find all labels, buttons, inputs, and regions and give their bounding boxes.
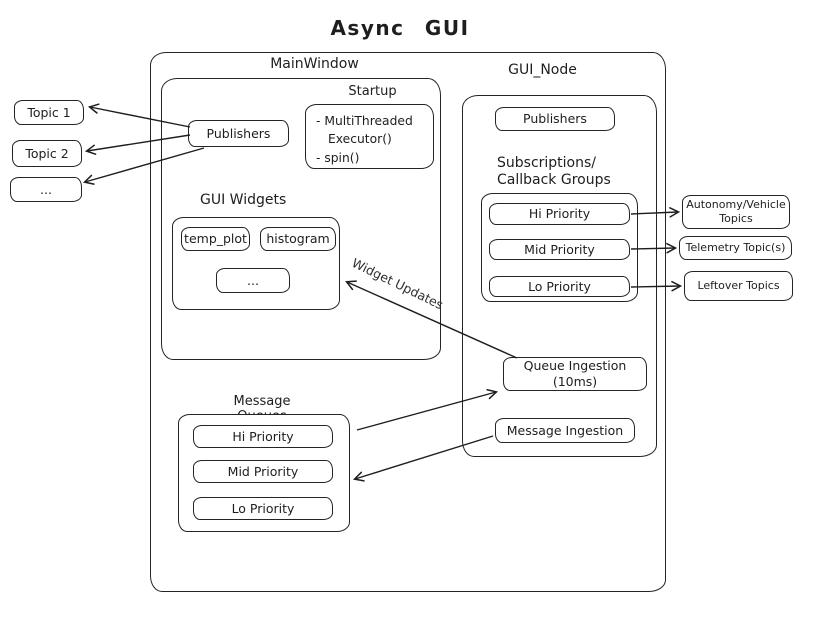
startup-box: - MultiThreaded Executor() - spin() [305, 104, 434, 169]
startup-item: - spin() [316, 150, 360, 165]
queue-ingestion-box: Queue Ingestion (10ms) [503, 357, 647, 391]
topic-1-box: Topic 1 [14, 100, 84, 125]
topic-2-label: Topic 2 [25, 145, 69, 161]
topic-more-label: ... [40, 181, 52, 197]
main-window-publishers-label: Publishers [206, 125, 271, 141]
node-hi-priority-label: Hi Priority [528, 206, 591, 222]
startup-item: Executor() [328, 132, 392, 147]
queue-ingestion-label: Queue Ingestion (10ms) [523, 358, 627, 389]
gui-node-title: GUI_Node [508, 62, 577, 78]
subscriptions-title-line1: Subscriptions/ [497, 155, 596, 171]
widget-temp-plot-label: temp_plot [184, 231, 247, 247]
widget-more-label: ... [247, 272, 259, 288]
message-ingestion-box: Message Ingestion [495, 418, 635, 443]
subscriptions-title: Subscriptions/ Callback Groups [497, 155, 647, 189]
autonomy-topics-label: Autonomy/Vehicle Topics [686, 198, 786, 225]
node-mid-priority-label: Mid Priority [524, 241, 595, 257]
node-mid-priority-box: Mid Priority [489, 239, 630, 260]
main-window-publishers-box: Publishers [188, 120, 289, 147]
diagram-title: Async GUI [330, 16, 470, 40]
topic-1-label: Topic 1 [27, 104, 71, 120]
widget-histogram-label: histogram [266, 231, 330, 247]
mq-mid-priority-box: Mid Priority [193, 460, 333, 483]
mq-lo-priority-box: Lo Priority [193, 497, 333, 520]
leftover-topics-label: Leftover Topics [697, 279, 780, 293]
mq-hi-priority-label: Hi Priority [232, 428, 294, 444]
telemetry-topics-label: Telemetry Topic(s) [685, 241, 786, 255]
node-hi-priority-box: Hi Priority [489, 203, 630, 225]
subscriptions-title-line2: Callback Groups [497, 172, 611, 189]
startup-item: - MultiThreaded [316, 114, 413, 128]
gui-widgets-title: GUI Widgets [200, 192, 287, 208]
node-lo-priority-label: Lo Priority [528, 278, 591, 294]
leftover-topics-box: Leftover Topics [684, 271, 793, 301]
widget-histogram-box: histogram [260, 227, 336, 251]
widget-more-box: ... [216, 268, 290, 293]
mq-hi-priority-box: Hi Priority [193, 425, 333, 448]
topic-2-box: Topic 2 [12, 140, 82, 167]
mq-lo-priority-label: Lo Priority [231, 500, 295, 516]
node-lo-priority-box: Lo Priority [489, 276, 630, 297]
topic-more-box: ... [10, 177, 82, 202]
mq-mid-priority-label: Mid Priority [227, 463, 299, 479]
telemetry-topics-box: Telemetry Topic(s) [679, 236, 792, 260]
message-ingestion-label: Message Ingestion [506, 422, 624, 438]
autonomy-topics-box: Autonomy/Vehicle Topics [682, 195, 790, 229]
startup-title: Startup [348, 84, 397, 99]
gui-node-publishers-label: Publishers [523, 111, 587, 127]
main-window-title: MainWindow [270, 56, 359, 72]
gui-node-publishers-box: Publishers [495, 107, 615, 131]
widget-temp-plot-box: temp_plot [181, 227, 250, 251]
